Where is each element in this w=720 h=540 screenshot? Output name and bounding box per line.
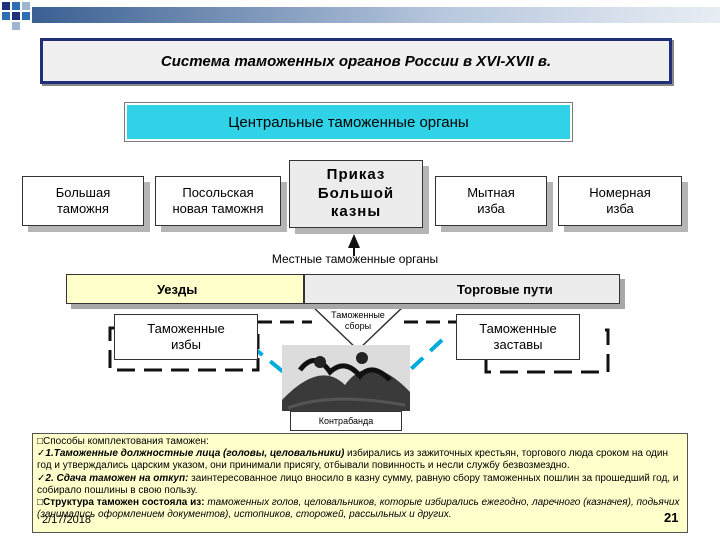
node-line: Большая (55, 184, 111, 200)
check-icon: ✓ (37, 448, 46, 460)
node-line: изба (477, 201, 505, 216)
corner-square (12, 22, 20, 30)
text-body: избирались из зажиточных крестьян, торго… (37, 448, 668, 472)
node-line: заставы (493, 337, 543, 352)
node-line: Большой (317, 184, 395, 202)
node-line: изба (606, 201, 634, 216)
text-line: ✓2. Сдача таможен на откуп: заинтересова… (37, 473, 683, 497)
text-heading: Структура таможен состояла из: (43, 496, 205, 508)
corner-square (12, 2, 20, 10)
check-icon: ✓ (37, 472, 46, 484)
page-title: Система таможенных органов России в XVI-… (40, 38, 672, 84)
text-line: □Способы комплектования таможен: (37, 436, 683, 448)
node-line: новая таможня (172, 201, 264, 216)
recruitment-text-block: □Способы комплектования таможен: ✓1.Тамо… (32, 433, 688, 533)
corner-square (22, 2, 30, 10)
node-line: Приказ (326, 165, 386, 183)
page-number: 21 (664, 510, 679, 525)
corner-square (22, 12, 30, 20)
smugglers-illustration (282, 345, 410, 411)
text-body: таможенных голов, целовальников, которые… (37, 496, 680, 521)
slide-date: 2/17/2018 (42, 514, 91, 526)
text-heading: 1.Таможенные должностные лица (головы, ц… (45, 448, 345, 460)
node-line: казны (330, 203, 382, 221)
corner-square (2, 2, 10, 10)
corner-square (12, 12, 20, 20)
node-line: Посольская (182, 184, 254, 200)
node-line: Номерная (589, 184, 651, 200)
node-line: Таможенные (331, 310, 385, 320)
node-line: Таможенные (147, 320, 225, 336)
node-line: Таможенные (479, 320, 557, 336)
text-line: ✓1.Таможенные должностные лица (головы, … (37, 448, 683, 472)
bullet-icon: □ (37, 436, 44, 447)
uezdy-box: Уезды (66, 274, 304, 304)
izby-frame (108, 326, 260, 372)
corner-square (2, 12, 10, 20)
text-heading: 2. Сдача таможен на откуп: (45, 472, 189, 484)
node-line: Мытная (467, 184, 515, 200)
kontrabanda-label: Контрабанда (290, 411, 402, 431)
text-line: □Структура таможен состояла из: таможенн… (37, 497, 683, 521)
node-line: сборы (344, 320, 372, 331)
torgovye-puti-box: Торговые пути (304, 274, 620, 304)
text-heading: Способы комплектования таможен: (43, 436, 209, 447)
zastavy-frame (484, 328, 610, 374)
text-body: заинтересованное лицо вносило в казну су… (37, 472, 679, 496)
local-organs-label: Местные таможенные органы (271, 252, 439, 266)
top-bar (32, 7, 720, 23)
node-line: таможня (57, 201, 109, 216)
central-organs-header: Центральные таможенные органы (124, 102, 573, 142)
bullet-icon: □ (37, 496, 44, 508)
up-arrow-icon (348, 234, 360, 248)
sbory-triangle (308, 303, 408, 352)
node-line: избы (171, 337, 201, 352)
